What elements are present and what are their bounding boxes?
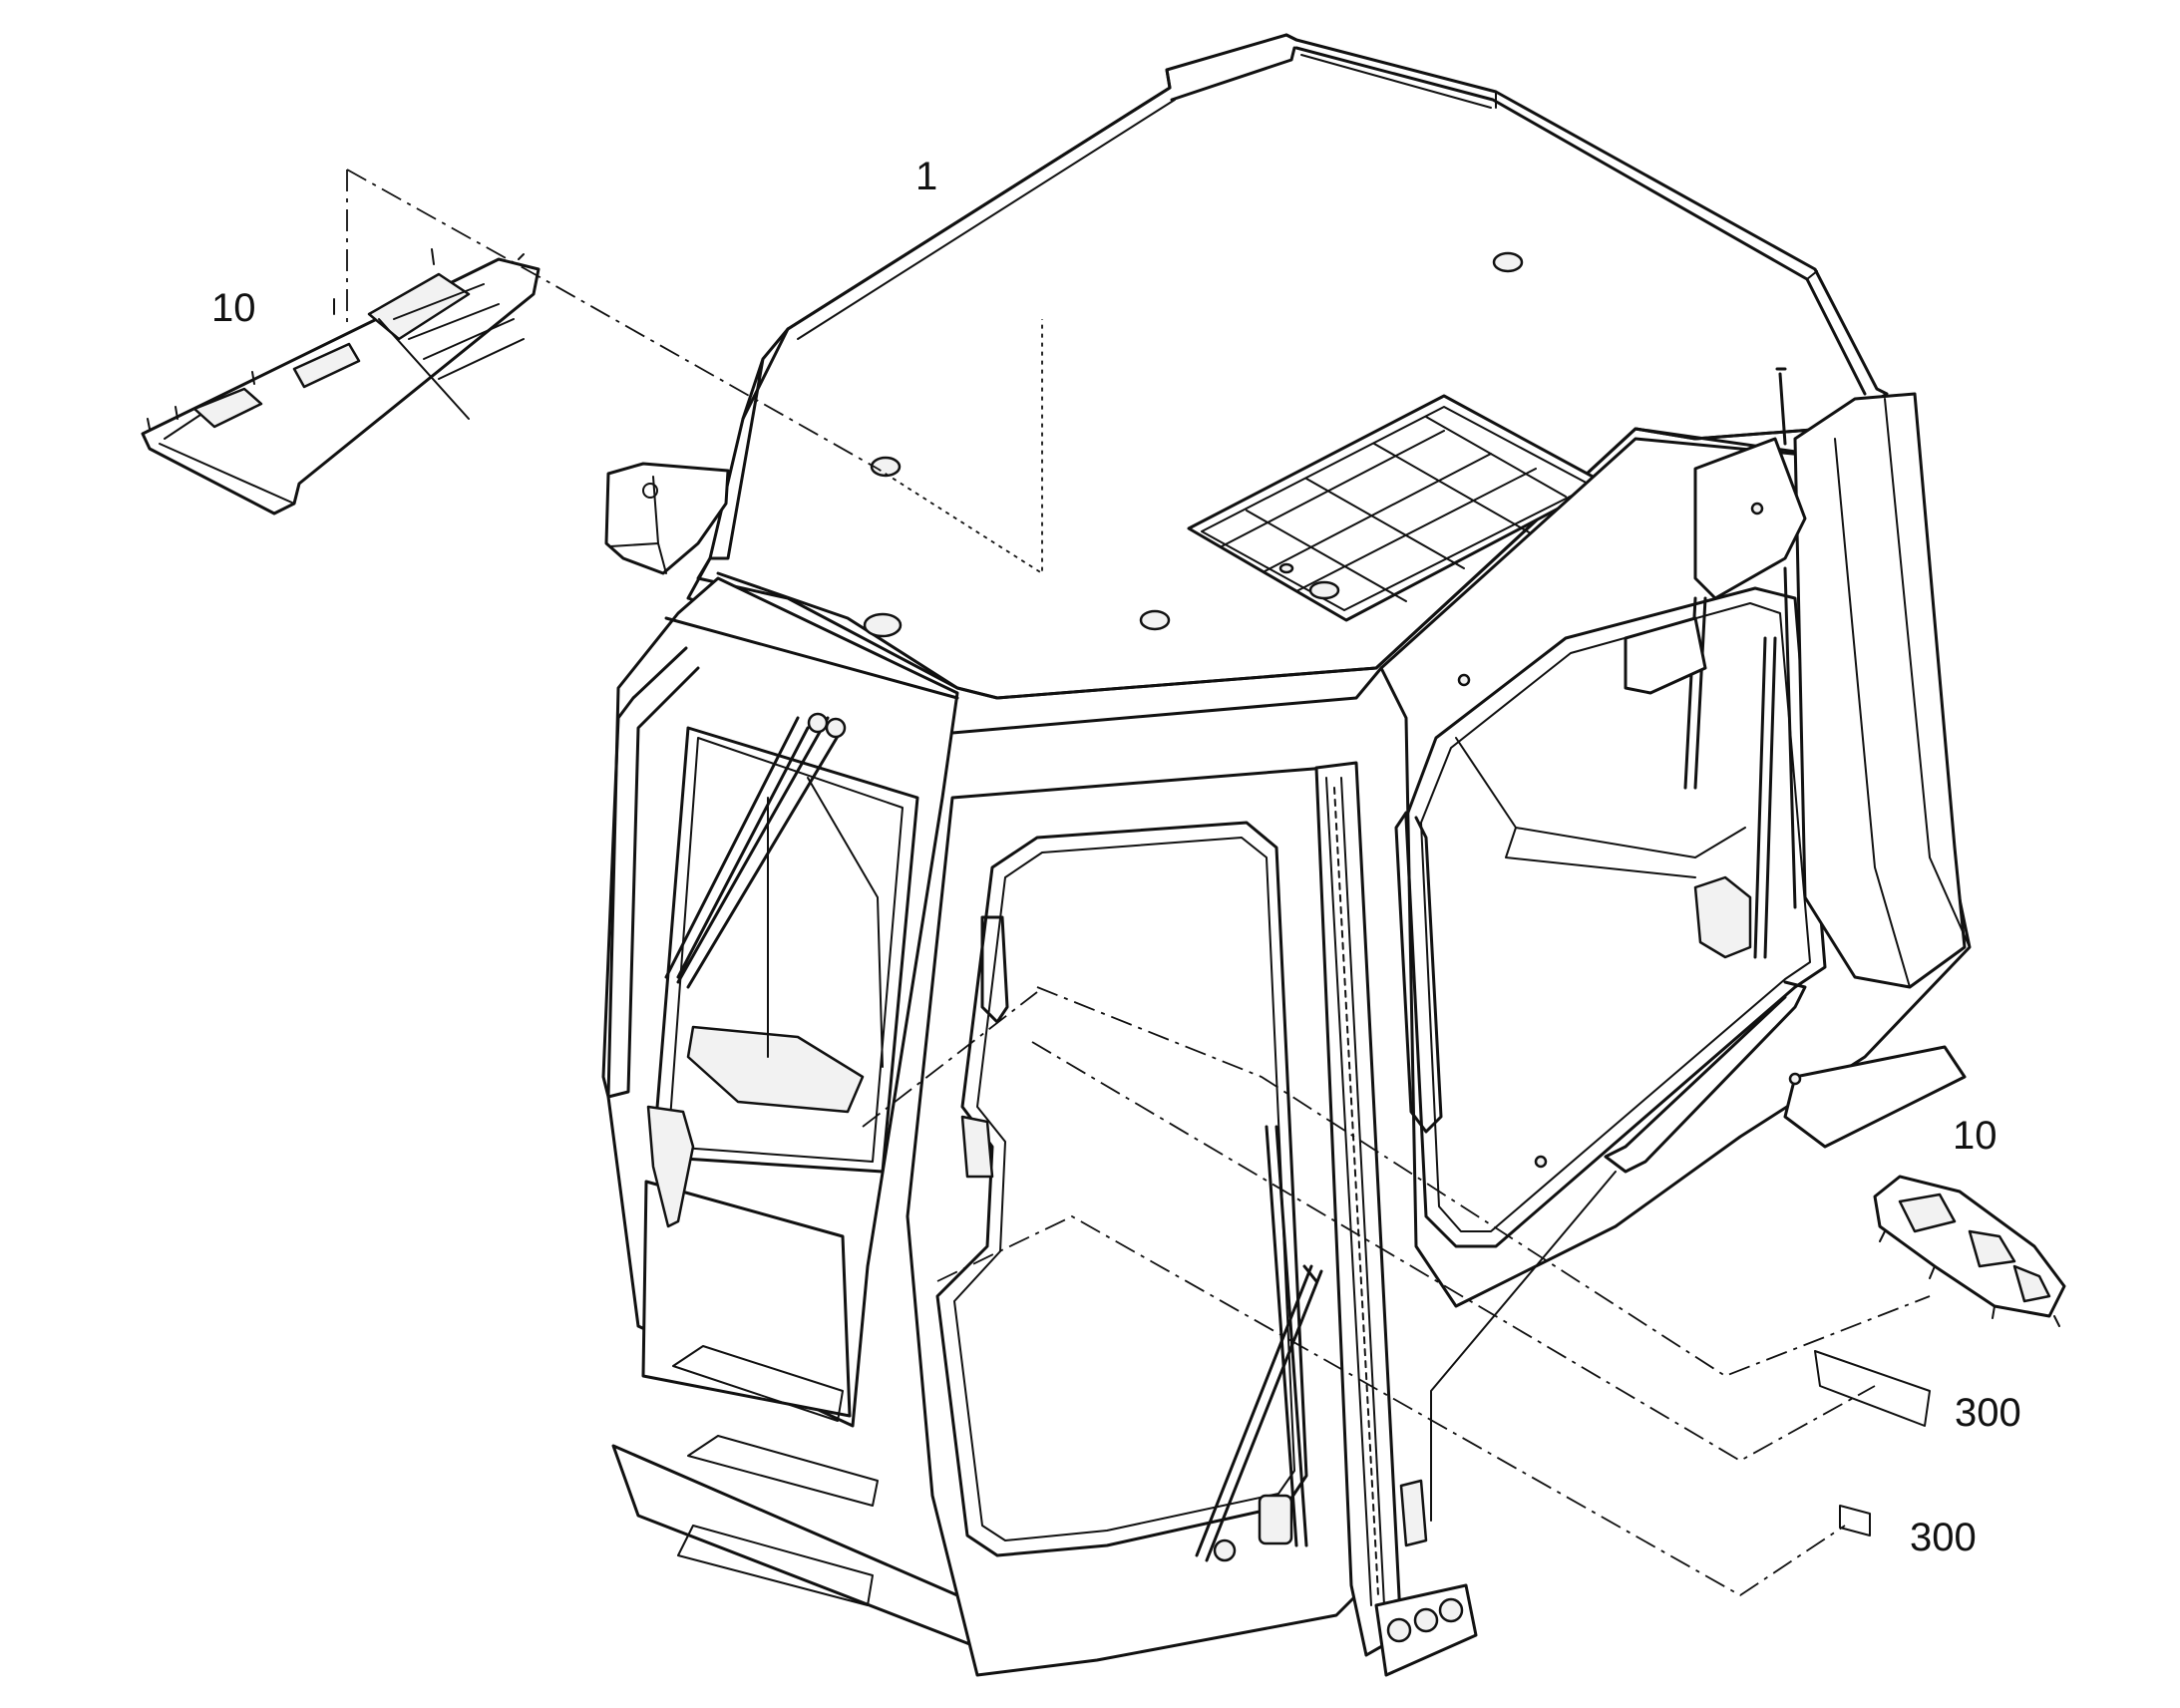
step-bolt-2 (1413, 1607, 1439, 1633)
pillar-hinge-strip (1325, 777, 1385, 1606)
pillar-hinge-dashes (1333, 787, 1379, 1596)
right-wiper-arm (1753, 566, 1797, 959)
roof-bolt-4 (1139, 609, 1171, 631)
step-bolt-3 (1438, 1597, 1464, 1623)
roof-bolt-3 (863, 612, 903, 638)
left-side-lamp (646, 1105, 695, 1228)
right-rear-bevel (1834, 398, 1971, 988)
label-large (1814, 1350, 1931, 1427)
left-lower-panel (641, 1180, 852, 1418)
front-wiper-pivot (1213, 1538, 1237, 1562)
bracket-bolt (642, 483, 658, 499)
left-handrail (601, 646, 700, 1099)
leader-module-solid (1430, 1171, 1617, 1522)
leader-label-small (936, 1214, 1846, 1597)
roof-bolt-1 (870, 456, 902, 478)
roof-bolt-2 (1492, 251, 1524, 273)
lower-module-connector-1 (1898, 1193, 1957, 1233)
left-lower-step-3 (677, 1525, 874, 1606)
left-window-inner (667, 737, 904, 1163)
step-bolt-1 (1386, 1617, 1412, 1643)
front-door-window (953, 837, 1295, 1541)
left-door-frame (651, 616, 959, 1174)
right-window-frame (1404, 586, 1827, 1248)
rear-bracket-left (604, 462, 730, 575)
assembly-leader-lines (346, 169, 1931, 1597)
callout-label-large: 300 (1955, 1391, 2021, 1435)
left-wiper-pivot-2 (825, 717, 847, 739)
front-door-latch (960, 1115, 994, 1179)
lower-module-connector-2 (1968, 1229, 2016, 1268)
left-interior-edge (767, 777, 884, 1068)
lower-module-pins (1879, 1230, 2060, 1327)
right-bolt-4 (1750, 502, 1764, 515)
callout-cab: 1 (915, 155, 937, 198)
right-tilted-panel (1455, 737, 1746, 878)
right-lower-handrail (1604, 980, 1807, 1174)
leader-upper-panel-dotted (877, 319, 1043, 575)
upper-panel-pins (147, 248, 525, 430)
upper-panel-module-1 (192, 387, 263, 429)
right-bolt-2 (1788, 1072, 1802, 1086)
right-foot (1783, 1045, 1967, 1149)
leader-label-large (1031, 1041, 1876, 1463)
roof-front-edge (786, 33, 1867, 396)
right-wiper-motor (1693, 875, 1752, 959)
left-interior-box (686, 1025, 865, 1114)
roof-front-rim (797, 54, 1818, 340)
cab-assembly (601, 33, 1972, 1677)
upper-panel-base (141, 257, 541, 515)
right-bolt-3 (1457, 673, 1471, 687)
bracket-edge (609, 476, 667, 574)
upper-control-panel (141, 248, 541, 515)
right-bolt-1 (1534, 1155, 1548, 1169)
front-wiper-motor (1258, 1494, 1293, 1545)
roof-facet-left (708, 327, 790, 560)
door-lock-block (1399, 1479, 1428, 1547)
leader-upper-panel-horizontal (346, 169, 879, 470)
right-antenna (1775, 367, 1787, 446)
callout-label-small: 300 (1910, 1516, 1977, 1559)
upper-panel-terminals (378, 283, 525, 420)
left-wiper-pivot-1 (807, 712, 829, 734)
right-mirror-mount (1693, 437, 1807, 600)
label-small (1839, 1505, 1871, 1537)
right-handrail (1394, 811, 1443, 1134)
callout-upper-panel: 10 (211, 286, 256, 330)
left-lower-step-1 (672, 1345, 844, 1422)
left-wiper-arm (664, 716, 845, 989)
left-lower-step-2 (687, 1435, 879, 1507)
lower-module-connector-3 (2012, 1264, 2051, 1303)
callout-lower-panel: 10 (1953, 1114, 1998, 1158)
lower-control-module (1873, 1175, 2066, 1327)
right-rear-pillar (1793, 392, 1967, 989)
leader-lower-module-a (1036, 986, 1931, 1378)
front-door-handle (980, 915, 1009, 1024)
right-side-box (1624, 616, 1707, 695)
upper-panel-module-2 (292, 342, 361, 389)
leader-lower-module-b (862, 991, 1038, 1128)
front-wiper-arm (1195, 1264, 1323, 1562)
